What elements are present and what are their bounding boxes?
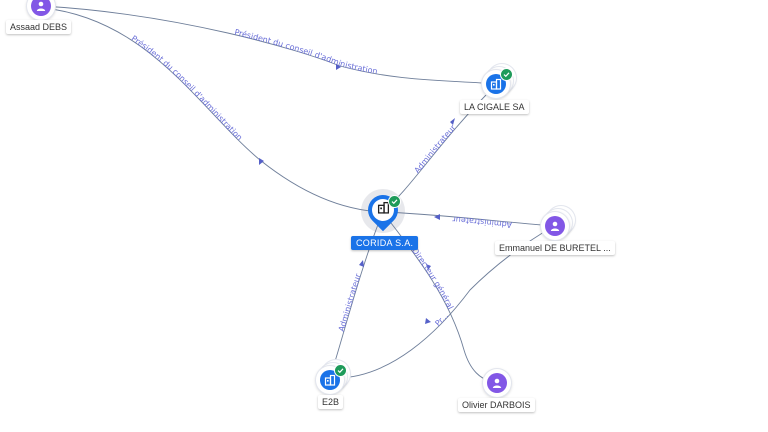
person-icon [487, 373, 507, 393]
node-label-corida[interactable]: CORIDA S.A. [351, 236, 419, 250]
arrow-corida-cigale [450, 118, 455, 125]
edge-label-debs-corida: Président du conseil d'administration [130, 34, 244, 142]
edge-label-corida-olivier: Directeur général [410, 246, 455, 311]
check-icon [334, 364, 347, 377]
check-icon [388, 195, 401, 208]
node-label-assaad-debs[interactable]: Assaad DEBS [6, 20, 72, 34]
person-icon [31, 0, 51, 16]
node-label-e2b[interactable]: E2B [318, 395, 344, 409]
building-icon [377, 201, 390, 219]
node-label-la-cigale[interactable]: LA CIGALE SA [460, 100, 529, 114]
edge-label-e2b-corida: Administrateur [337, 272, 363, 333]
edge-label-corida-cigale: Administrateur [413, 123, 458, 175]
node-label-olivier[interactable]: Olivier DARBOIS [458, 398, 535, 412]
person-icon [545, 216, 565, 236]
arrow-corida-olivier [426, 264, 431, 270]
arrow-debs-corida [259, 158, 264, 165]
check-icon [500, 68, 513, 81]
arrow-e2b-emmanuel [425, 318, 431, 324]
edge-label-e2b-emmanuel: Pr... [433, 311, 450, 328]
arrow-emmanuel-corida [434, 214, 440, 220]
edge-label-emmanuel-corida: Administrateur [451, 215, 512, 230]
edge-label-debs-cigale: Président du conseil d'administration [234, 28, 379, 76]
arrow-e2b-corida [359, 260, 364, 267]
node-label-emmanuel[interactable]: Emmanuel DE BURETEL ... [495, 241, 615, 255]
arrow-debs-cigale [336, 64, 341, 70]
